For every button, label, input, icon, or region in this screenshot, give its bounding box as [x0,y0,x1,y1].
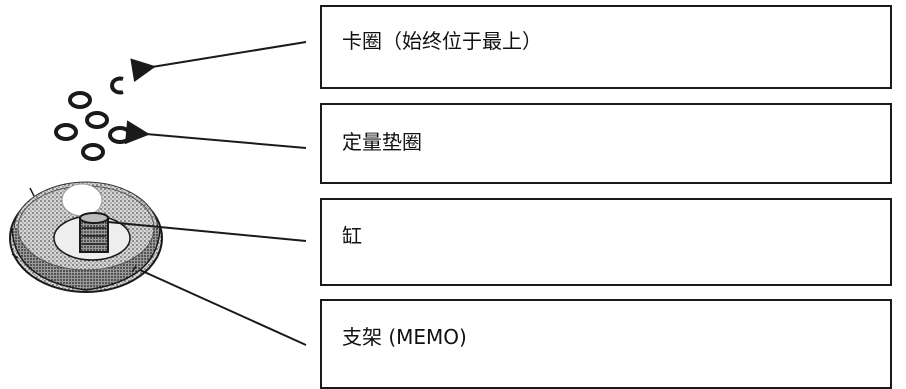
label-cylinder: 缸 [342,224,362,248]
label-spacer-washers: 定量垫圈 [342,130,422,154]
label-box-cylinder: 缸 [320,198,892,286]
leader-line-bracket [139,269,307,346]
label-snap-ring: 卡圈（始终位于最上） [342,29,542,53]
label-box-snap-ring: 卡圈（始终位于最上） [320,5,892,89]
spacer-washers-icon [54,91,132,161]
cylinder-icon [79,212,109,253]
label-bracket: 支架 (MEMO) [342,325,467,349]
snap-ring-icon [110,76,124,95]
leader-line-cylinder [107,221,307,242]
leader-line-spacer-washers [125,120,307,149]
leader-line-snap-ring [130,41,307,83]
label-box-bracket: 支架 (MEMO) [320,299,892,389]
assembly-diagram [9,41,307,346]
label-box-spacer-washers: 定量垫圈 [320,103,892,184]
